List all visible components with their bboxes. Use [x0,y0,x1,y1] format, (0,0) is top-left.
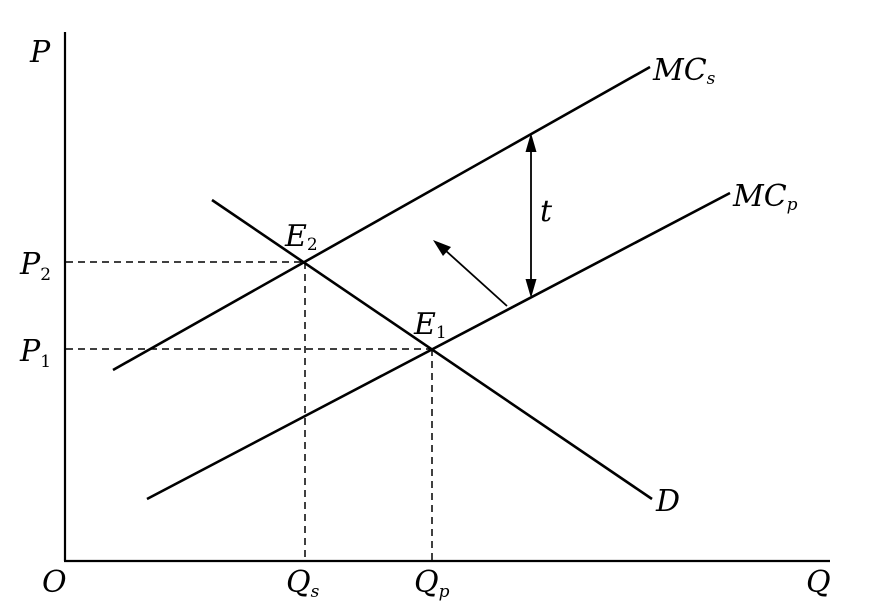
p1-label: P1 [19,334,51,372]
mcs-curve [112,65,651,372]
qp-label: Qp [414,565,450,602]
tax-wedge-arrow [525,133,537,298]
mcp-label: MCp [732,179,798,215]
shift-arrow [433,240,508,307]
demand-label: D [655,484,680,519]
x-axis-label: Q [806,565,831,600]
qs-label: Qs [286,565,320,602]
origin-label: O [42,565,67,600]
mcs-label: MCs [652,53,716,89]
tax-label: t [540,194,553,229]
y-axis-label: P [29,35,51,70]
e2-label: E2 [284,219,318,255]
demand-curve [211,198,653,501]
mcp-curve [146,191,731,501]
e1-label: E1 [413,307,447,343]
p2-label: P2 [19,247,51,285]
